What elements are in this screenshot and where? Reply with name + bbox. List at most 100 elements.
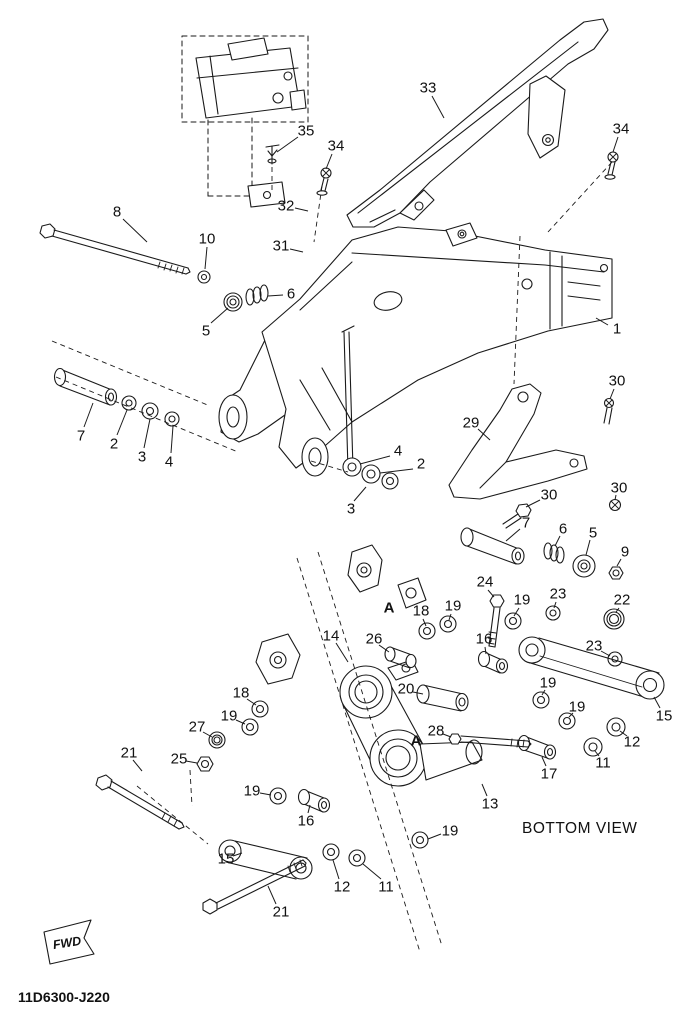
callout-leader-line xyxy=(259,792,272,796)
part-callout-23: 23 xyxy=(550,586,567,603)
part-callout-26: 26 xyxy=(366,631,383,648)
bolt-parts-30 xyxy=(502,397,622,529)
callout-leader-line xyxy=(541,756,547,767)
part-callout-15: 15 xyxy=(218,851,235,868)
callout-leader-line xyxy=(442,733,452,738)
construction-dashed-line xyxy=(296,557,421,953)
bushing-set-left-lower xyxy=(196,700,331,813)
callout-leader-line xyxy=(185,760,198,764)
relay-arm-parts-13-14 xyxy=(339,659,483,787)
bushing-set-bottom-middle xyxy=(322,831,429,867)
part-callout-16: 16 xyxy=(476,631,493,648)
part-callout-30: 30 xyxy=(609,373,626,390)
callout-leader-line xyxy=(122,218,148,243)
part-callout-19: 19 xyxy=(442,823,459,840)
callout-leader-line xyxy=(143,418,151,449)
bearing-set-center-4-2-3 xyxy=(342,457,399,490)
construction-dashed-line xyxy=(51,340,211,407)
callout-leader-line xyxy=(83,402,94,428)
construction-dashed-line xyxy=(317,551,443,947)
part-callout-19: 19 xyxy=(540,675,557,692)
collar-part-7-left xyxy=(53,367,118,406)
callout-leader-line xyxy=(505,528,521,542)
part-callout-22: 22 xyxy=(614,592,631,609)
screw-part-34-left xyxy=(316,167,332,196)
top-assembly-outline xyxy=(181,35,309,208)
callout-leader-line xyxy=(619,730,628,737)
part-callout-6: 6 xyxy=(287,286,295,303)
callout-leader-line xyxy=(553,601,557,609)
bottom-view-label: BOTTOM VIEW xyxy=(522,820,637,837)
part-callout-13: 13 xyxy=(482,796,499,813)
callout-leader-line xyxy=(132,759,143,772)
part-callout-4: 4 xyxy=(394,443,402,460)
seal-part-5-left xyxy=(223,292,243,312)
part-callout-6: 6 xyxy=(559,521,567,538)
fwd-label: FWD xyxy=(52,934,82,952)
bushing-set-upper-middle xyxy=(418,605,625,674)
part-callout-33: 33 xyxy=(420,80,437,97)
callout-leader-line xyxy=(448,613,452,621)
bracket-part-29 xyxy=(448,383,588,500)
part-callout-19: 19 xyxy=(514,592,531,609)
callout-leader-line xyxy=(487,589,495,598)
chain-guard-part-33 xyxy=(346,18,609,228)
callout-leader-line xyxy=(513,607,520,617)
callout-leader-line xyxy=(481,783,488,797)
part-callout-18: 18 xyxy=(413,603,430,620)
part-callout-21: 21 xyxy=(273,904,290,921)
part-callout-12: 12 xyxy=(624,734,641,751)
screw-part-34-right xyxy=(604,151,619,180)
pivot-bolt-part-8 xyxy=(39,223,191,275)
part-callout-3: 3 xyxy=(138,449,146,466)
frame-reference xyxy=(255,544,427,685)
part-callout-14: 14 xyxy=(323,628,340,645)
callout-leader-line xyxy=(170,425,174,454)
callout-leader-line xyxy=(616,558,622,567)
part-callout-29: 29 xyxy=(463,415,480,432)
part-callout-5: 5 xyxy=(589,525,597,542)
callout-leader-line xyxy=(289,248,304,253)
callout-leader-line xyxy=(594,750,600,757)
construction-dashed-line xyxy=(547,161,613,233)
part-callout-9: 9 xyxy=(621,544,629,561)
callout-leader-line xyxy=(359,455,391,465)
part-callout-20: 20 xyxy=(398,681,415,698)
callout-leader-line xyxy=(585,539,591,556)
spring-part-6-left xyxy=(245,284,269,306)
part-callout-17: 17 xyxy=(541,766,558,783)
callout-leader-line xyxy=(116,409,128,436)
callout-leader-line xyxy=(431,95,445,119)
swingarm-part-1 xyxy=(218,222,613,477)
part-callout-30: 30 xyxy=(611,480,628,497)
callout-leader-line xyxy=(307,804,311,814)
part-callout-11: 11 xyxy=(595,755,611,772)
construction-dashed-line xyxy=(513,235,521,385)
callout-leader-line xyxy=(609,388,615,400)
part-callout-35: 35 xyxy=(298,123,315,140)
callout-leader-line xyxy=(614,494,617,501)
washer-part-10 xyxy=(197,270,211,284)
construction-dashed-line xyxy=(313,185,323,243)
part-callout-7: 7 xyxy=(522,515,530,532)
part-callout-25: 25 xyxy=(171,751,188,768)
callout-leader-line xyxy=(595,317,609,326)
construction-dashed-line xyxy=(189,769,193,807)
callout-leader-line xyxy=(210,307,229,324)
part-callout-24: 24 xyxy=(477,574,494,591)
bolt-part-28 xyxy=(448,733,532,748)
part-callout-11: 11 xyxy=(378,879,394,896)
callout-leader-line xyxy=(422,618,427,627)
part-callout-19: 19 xyxy=(569,699,586,716)
fwd-direction-flag: FWD xyxy=(43,919,95,965)
callout-leader-line xyxy=(612,136,619,153)
construction-dashed-line xyxy=(310,460,349,473)
fwd-arrow-icon xyxy=(43,919,95,965)
part-callout-2: 2 xyxy=(417,456,425,473)
bolt-parts-21 xyxy=(95,774,307,915)
part-callout-34: 34 xyxy=(613,121,630,138)
bolt-part-24 xyxy=(487,594,505,648)
part-callout-15: 15 xyxy=(656,708,673,725)
callout-leader-line xyxy=(276,136,299,153)
